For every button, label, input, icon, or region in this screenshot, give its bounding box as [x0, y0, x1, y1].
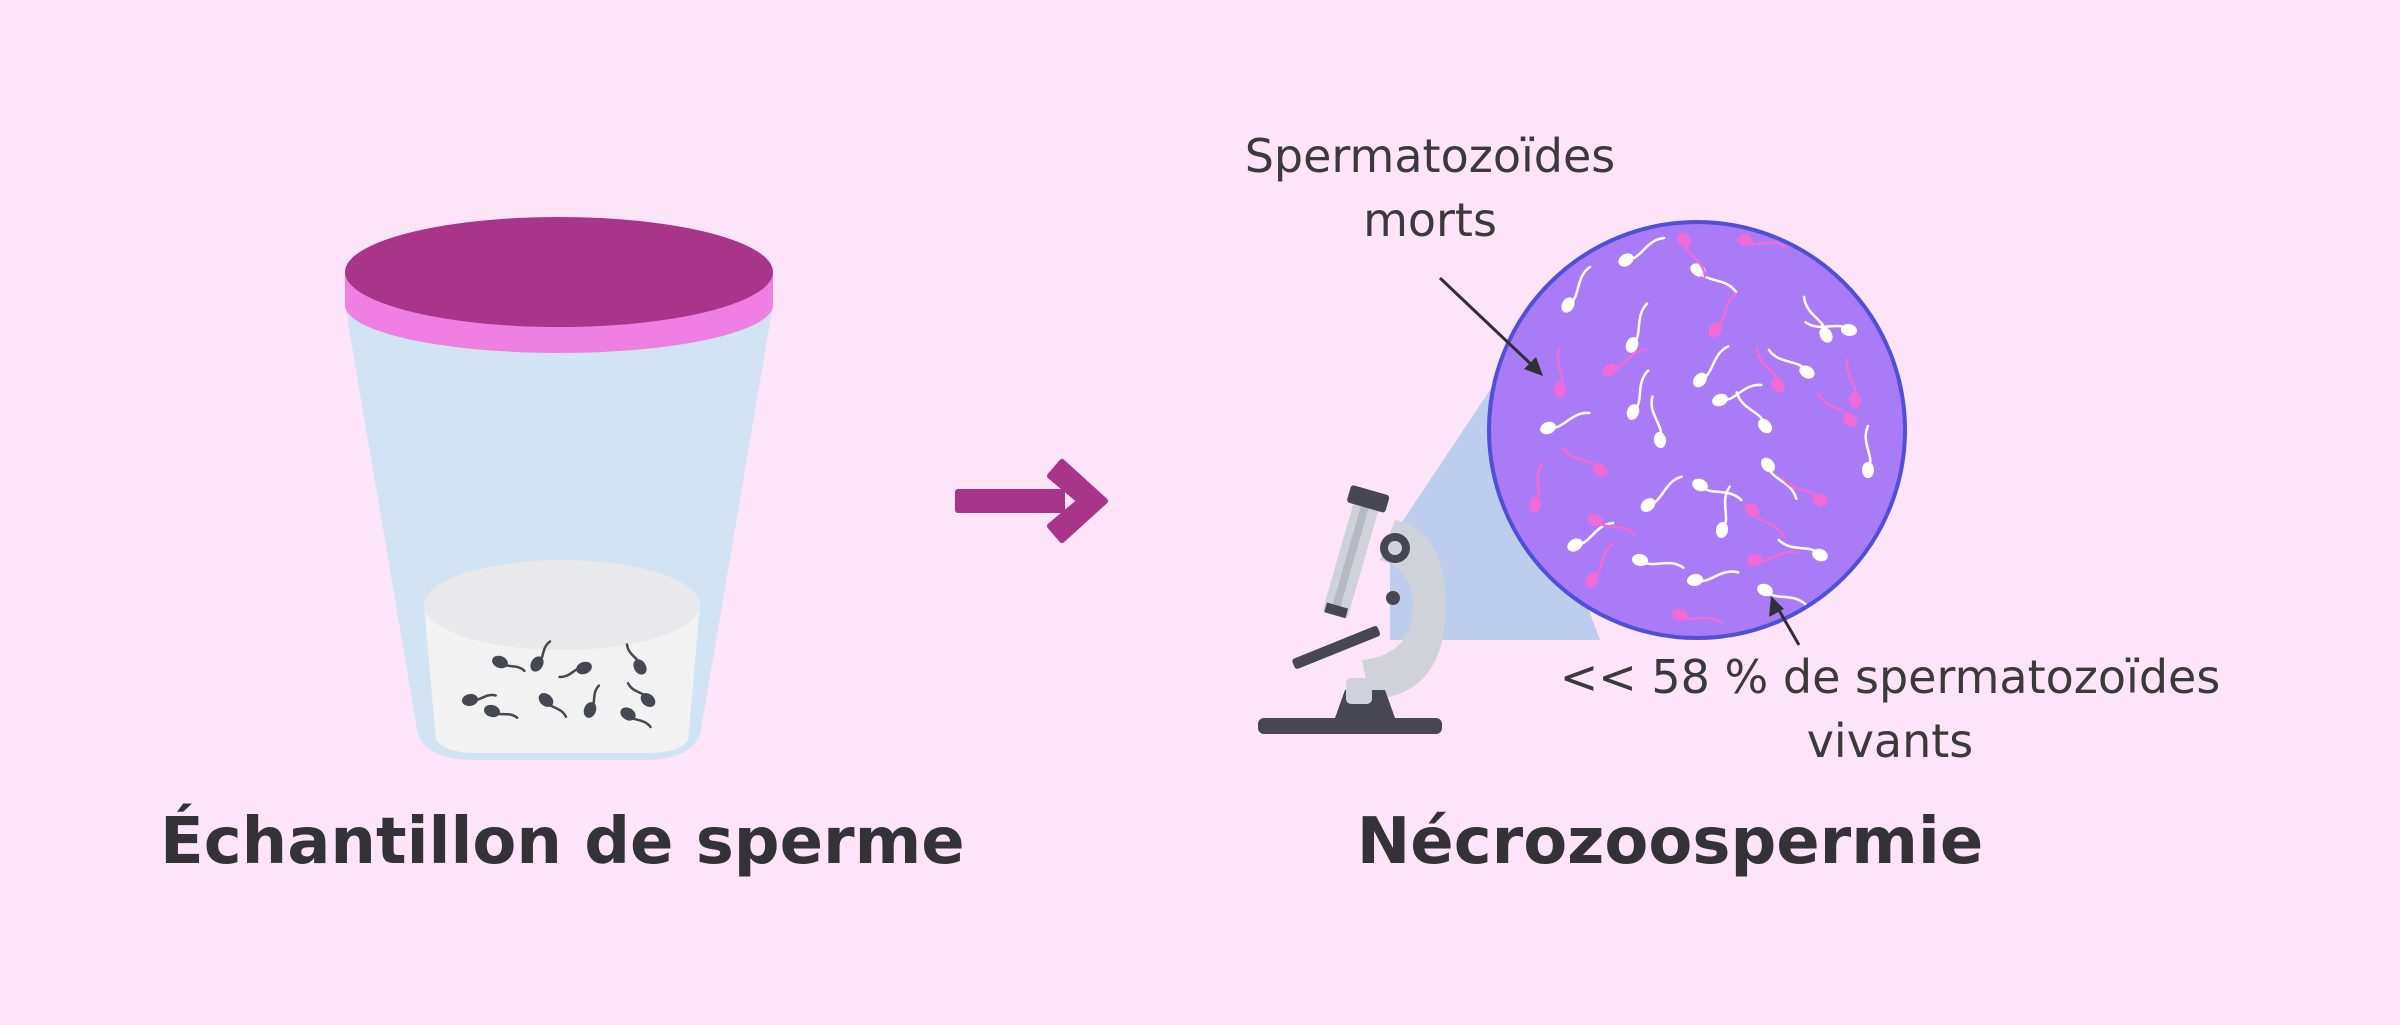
sperm-icon — [620, 707, 652, 729]
sperm-icon — [1755, 347, 1785, 393]
sperm-icon — [1767, 348, 1815, 379]
dead-label-line1: Spermatozoïdes — [1244, 129, 1616, 183]
sperm-icon — [1715, 485, 1731, 539]
sperm-icon — [1650, 395, 1667, 449]
lens-sperm-group — [1528, 232, 1874, 624]
dead-sperm-label: Spermatozoïdes morts — [1210, 124, 1650, 252]
dead-label-line2: morts — [1363, 193, 1497, 247]
sperm-icon — [1602, 347, 1648, 377]
sperm-icon — [530, 640, 552, 672]
lid-top — [345, 217, 773, 327]
sperm-icon — [1693, 345, 1730, 388]
sperm-icon — [538, 693, 568, 718]
microscope-icon — [1258, 485, 1446, 734]
sperm-icon — [1746, 550, 1798, 567]
sperm-icon — [1862, 424, 1874, 479]
sperm-icon — [1562, 447, 1608, 477]
sperm-icon — [1631, 553, 1685, 569]
sperm-icon — [1757, 583, 1808, 607]
sperm-icon — [484, 704, 519, 719]
sample-cup-icon — [345, 217, 773, 760]
sperm-icon — [1736, 233, 1788, 249]
sperm-icon — [1671, 608, 1723, 624]
magnified-view-icon — [1487, 220, 1907, 640]
alive-sperm-label: << 58 % de spermatozoïdes vivants — [1540, 645, 2240, 773]
alive-label-line1: << 58 % de spermatozoïdes — [1559, 650, 2221, 704]
sperm-icon — [558, 661, 592, 679]
sperm-icon — [1802, 295, 1833, 343]
right-arrow-icon — [955, 459, 1108, 543]
condition-caption: Nécrozoospermie — [1356, 805, 1984, 879]
sperm-icon — [492, 655, 526, 673]
sperm-icon — [1777, 538, 1828, 562]
alive-label-line2: vivants — [1806, 714, 1974, 768]
sample-sperm-group — [461, 640, 656, 729]
sperm-icon — [1744, 503, 1786, 539]
sperm-icon — [583, 684, 601, 718]
sperm-icon — [1845, 357, 1862, 409]
sperm-icon — [1692, 478, 1743, 502]
sperm-icon — [1677, 232, 1707, 278]
sperm-icon — [1618, 236, 1666, 267]
sperm-icon — [625, 643, 647, 675]
sperm-icon — [461, 693, 497, 707]
sperm-icon — [1528, 462, 1544, 514]
sperm-icon — [1816, 391, 1858, 427]
sperm-icon — [1554, 346, 1566, 399]
sperm-icon — [1708, 292, 1738, 338]
sperm-icon — [1782, 477, 1828, 507]
sperm-icon — [1804, 321, 1858, 337]
sperm-icon — [1561, 265, 1592, 313]
sample-liquid-surface — [424, 560, 700, 650]
sample-caption: Échantillon de sperme — [160, 805, 965, 879]
sperm-icon — [1567, 521, 1615, 552]
sperm-icon — [1640, 475, 1683, 512]
sperm-icon — [1625, 302, 1649, 353]
sperm-icon — [1686, 570, 1740, 587]
sperm-icon — [1735, 391, 1772, 434]
sperm-icon — [1712, 383, 1763, 407]
sperm-icon — [1540, 411, 1591, 435]
sperm-icon — [626, 682, 656, 707]
sperm-icon — [1587, 513, 1636, 536]
dead-pointer — [1438, 276, 1543, 376]
sperm-icon — [1626, 369, 1650, 420]
sperm-icon — [1585, 542, 1615, 588]
alive-pointer — [1769, 596, 1801, 646]
sperm-icon — [1761, 457, 1798, 500]
